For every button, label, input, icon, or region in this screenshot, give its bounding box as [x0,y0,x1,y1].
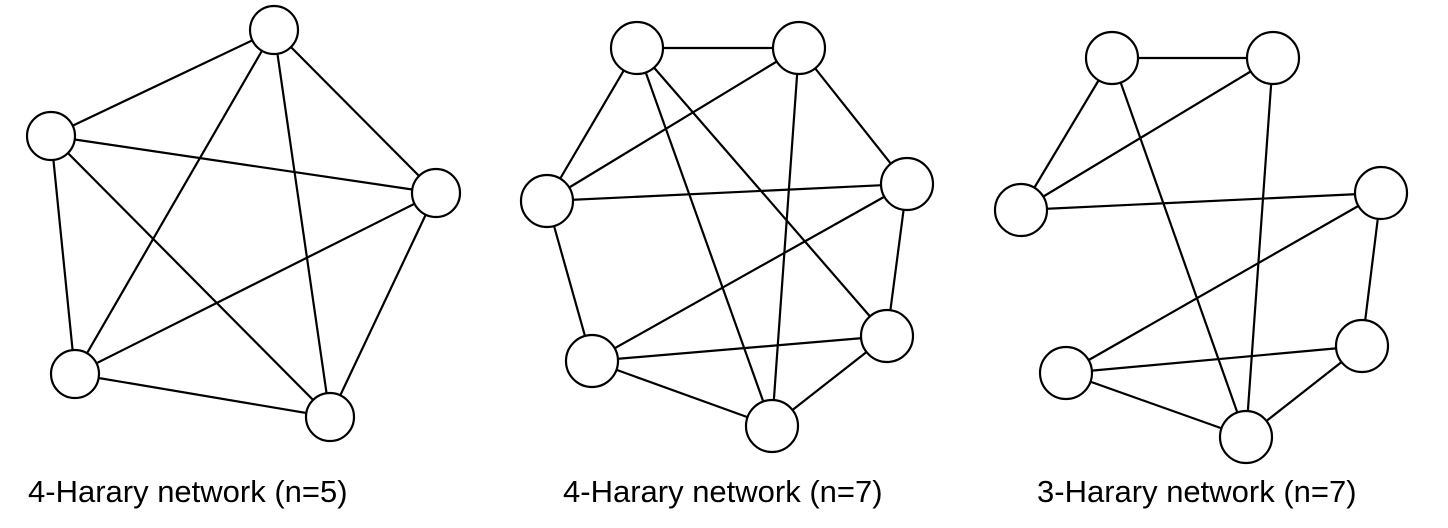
edge-v4-v5 [1065,192,1382,374]
edge-v4-v5 [74,372,331,419]
caption-harary-3-n7: 3-Harary network (n=7) [1037,474,1357,509]
edge-v2-v7 [1244,57,1275,438]
node-v4 [1353,165,1409,221]
node-v7 [1218,409,1274,465]
node-v4 [49,348,101,400]
edge-v1-v6 [636,47,888,337]
node-v1 [248,4,300,56]
edge-v2-v4 [49,135,77,375]
edge-v1-v4 [74,29,275,375]
node-v3 [519,173,575,229]
node-v6 [1334,318,1390,374]
edge-v3-v4 [546,182,908,203]
graph-3 [993,30,1409,465]
edge-v3-v5 [329,192,437,418]
edge-v2-v3 [546,47,800,202]
edge-v1-v2 [50,29,275,137]
node-v5 [1038,345,1094,401]
node-v2 [25,110,77,162]
node-v1 [1084,30,1140,86]
edge-v5-v7 [591,359,773,428]
edge-v5-v6 [1065,344,1363,375]
edge-v3-v5 [545,200,594,362]
edge-v3-v4 [74,192,437,375]
node-v3 [993,182,1049,238]
node-v1 [609,20,665,76]
node-v2 [771,20,827,76]
node-v5 [564,333,620,389]
node-v6 [859,308,915,364]
edge-v2-v4 [798,47,908,185]
node-v2 [1245,30,1301,86]
edge-v7-v5 [1065,371,1247,439]
edge-v1-v7 [635,47,774,427]
graph-1 [25,4,462,443]
caption-harary-4-n7: 4-Harary network (n=7) [563,474,883,509]
edge-v4-v5 [591,183,908,362]
node-v5 [304,391,356,443]
edge-v1-v3 [1020,57,1113,211]
edge-v2-v7 [770,47,801,427]
edge-v5-v6 [591,334,888,363]
edge-v2-v3 [1020,57,1274,211]
edge-v1-v3 [273,29,437,194]
edge-v1-v3 [546,47,638,202]
node-v3 [410,167,462,219]
edge-v2-v5 [50,135,331,418]
caption-harary-4-n5: 4-Harary network (n=5) [28,474,348,509]
node-v7 [744,398,800,454]
edge-v1-v7 [1110,57,1248,438]
edge-v1-v5 [272,29,332,418]
node-v4 [879,156,935,212]
edge-v2-v3 [50,134,437,195]
edge-v3-v4 [1020,191,1382,212]
graph-2 [519,20,935,454]
